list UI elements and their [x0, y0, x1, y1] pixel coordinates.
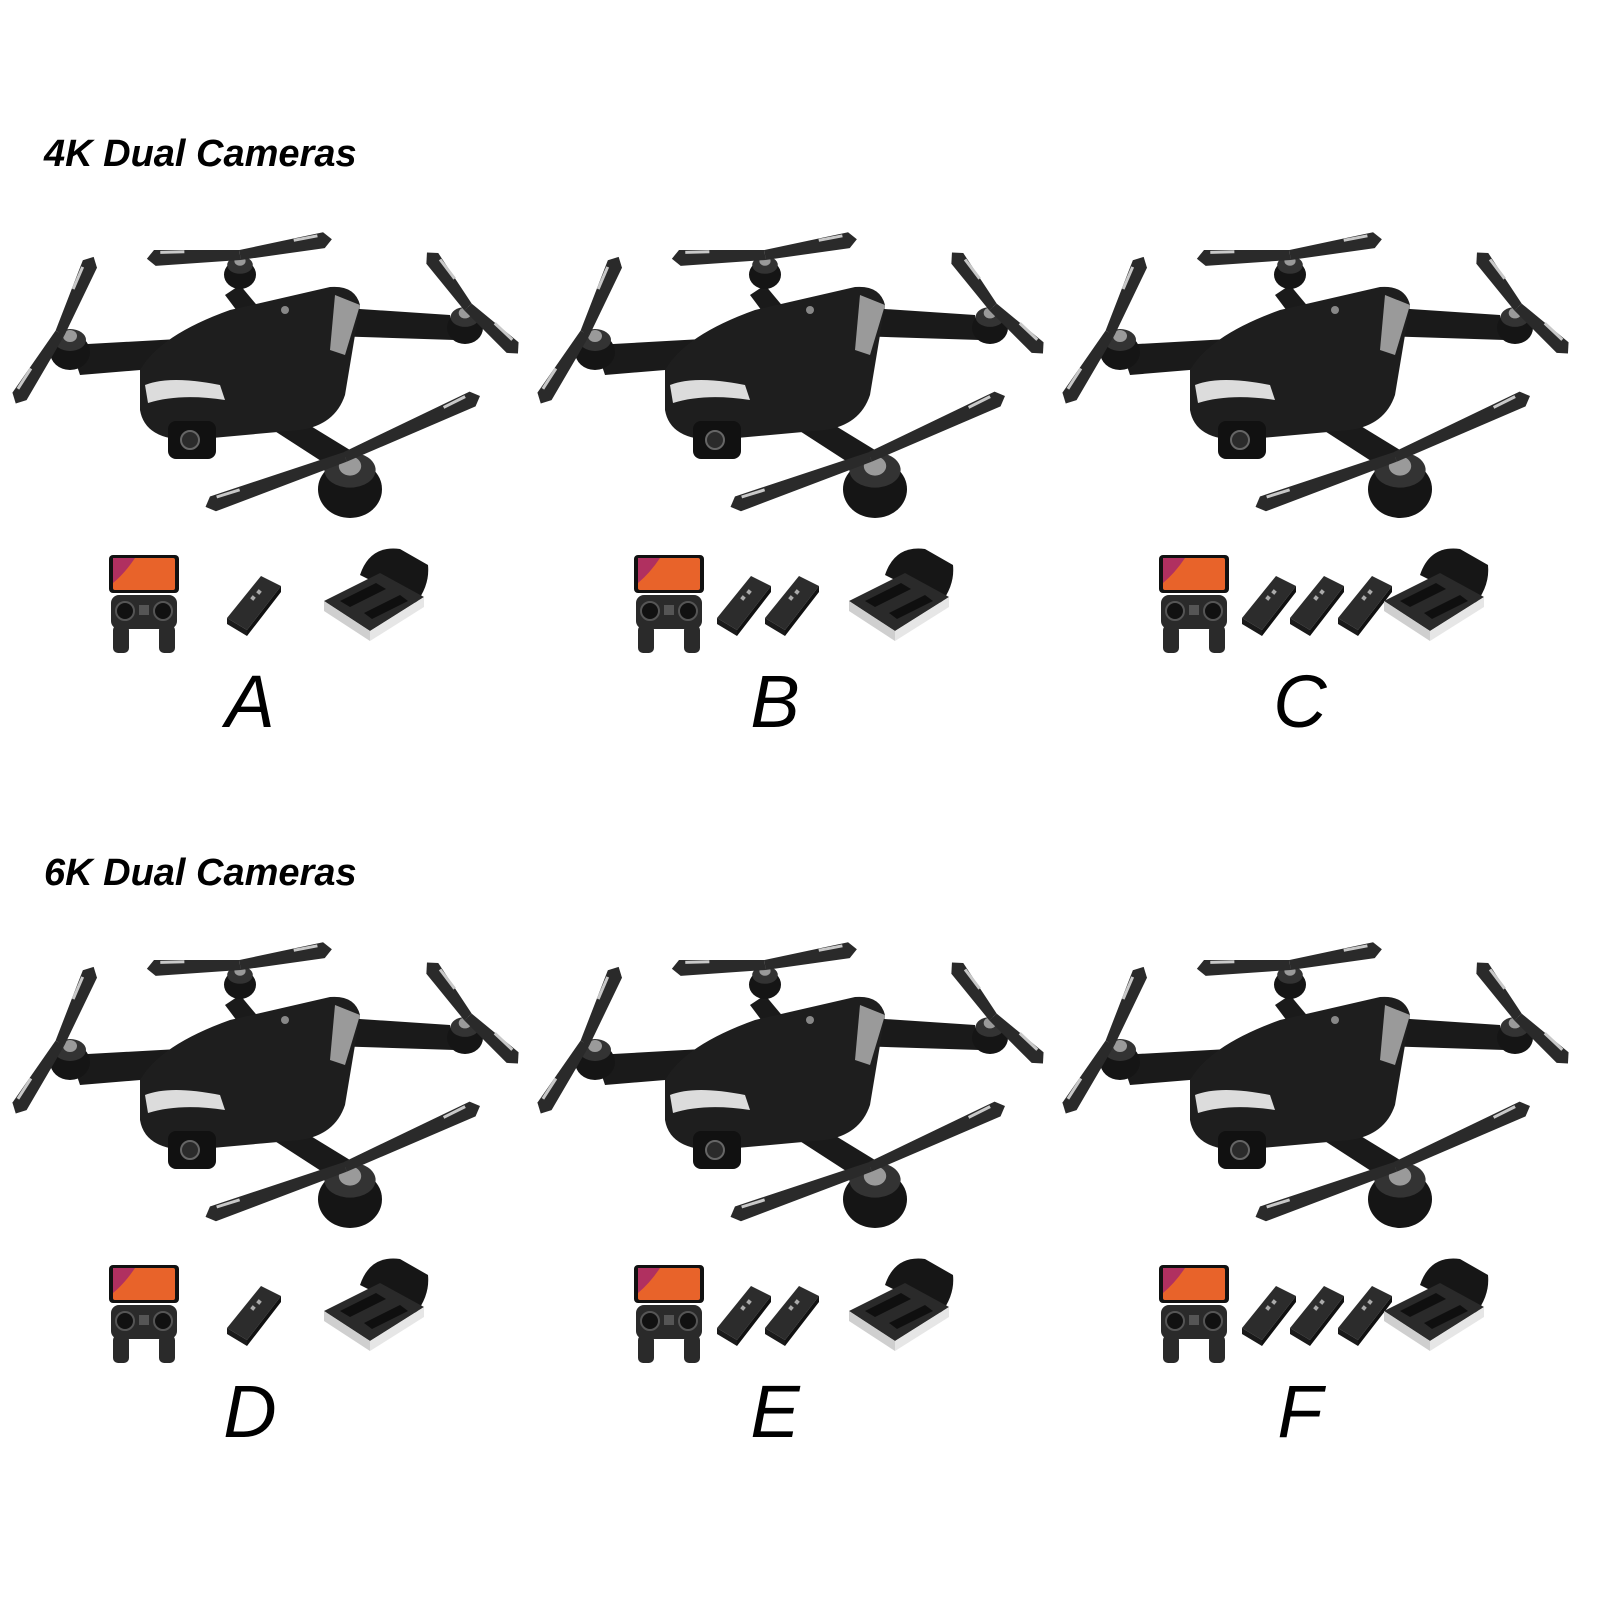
battery-icon: [717, 576, 771, 636]
option-letter: C: [1273, 660, 1327, 743]
option-c[interactable]: C: [1050, 225, 1590, 825]
remote-controller-icon: [1159, 1265, 1229, 1363]
battery-icon: [1338, 576, 1392, 636]
carrying-case-icon: [1384, 1258, 1489, 1351]
remote-controller-icon: [109, 555, 179, 653]
battery-icon: [1242, 576, 1296, 636]
section-title-6k: 6K Dual Cameras: [44, 852, 357, 894]
carrying-case-icon: [849, 548, 954, 641]
carrying-case-icon: [324, 548, 429, 641]
section-title-4k: 4K Dual Cameras: [44, 133, 357, 175]
battery-icon: [1290, 1286, 1344, 1346]
remote-controller-icon: [634, 555, 704, 653]
carrying-case-icon: [849, 1258, 954, 1351]
remote-controller-icon: [1159, 555, 1229, 653]
option-b[interactable]: B: [525, 225, 1065, 825]
battery-icon: [765, 1286, 819, 1346]
option-letter: B: [750, 660, 800, 743]
option-letter: D: [223, 1370, 277, 1453]
remote-controller-icon: [109, 1265, 179, 1363]
remote-controller-icon: [634, 1265, 704, 1363]
option-a[interactable]: A: [0, 225, 540, 825]
battery-icon: [717, 1286, 771, 1346]
battery-icon: [227, 576, 281, 636]
carrying-case-icon: [324, 1258, 429, 1351]
option-f[interactable]: F: [1050, 935, 1590, 1535]
battery-icon: [1338, 1286, 1392, 1346]
battery-icon: [1242, 1286, 1296, 1346]
option-letter: E: [750, 1370, 800, 1453]
option-d[interactable]: D: [0, 935, 540, 1535]
option-e[interactable]: E: [525, 935, 1065, 1535]
battery-icon: [1290, 576, 1344, 636]
option-letter: F: [1277, 1370, 1323, 1453]
option-letter: A: [225, 660, 275, 743]
carrying-case-icon: [1384, 548, 1489, 641]
battery-icon: [227, 1286, 281, 1346]
battery-icon: [765, 576, 819, 636]
